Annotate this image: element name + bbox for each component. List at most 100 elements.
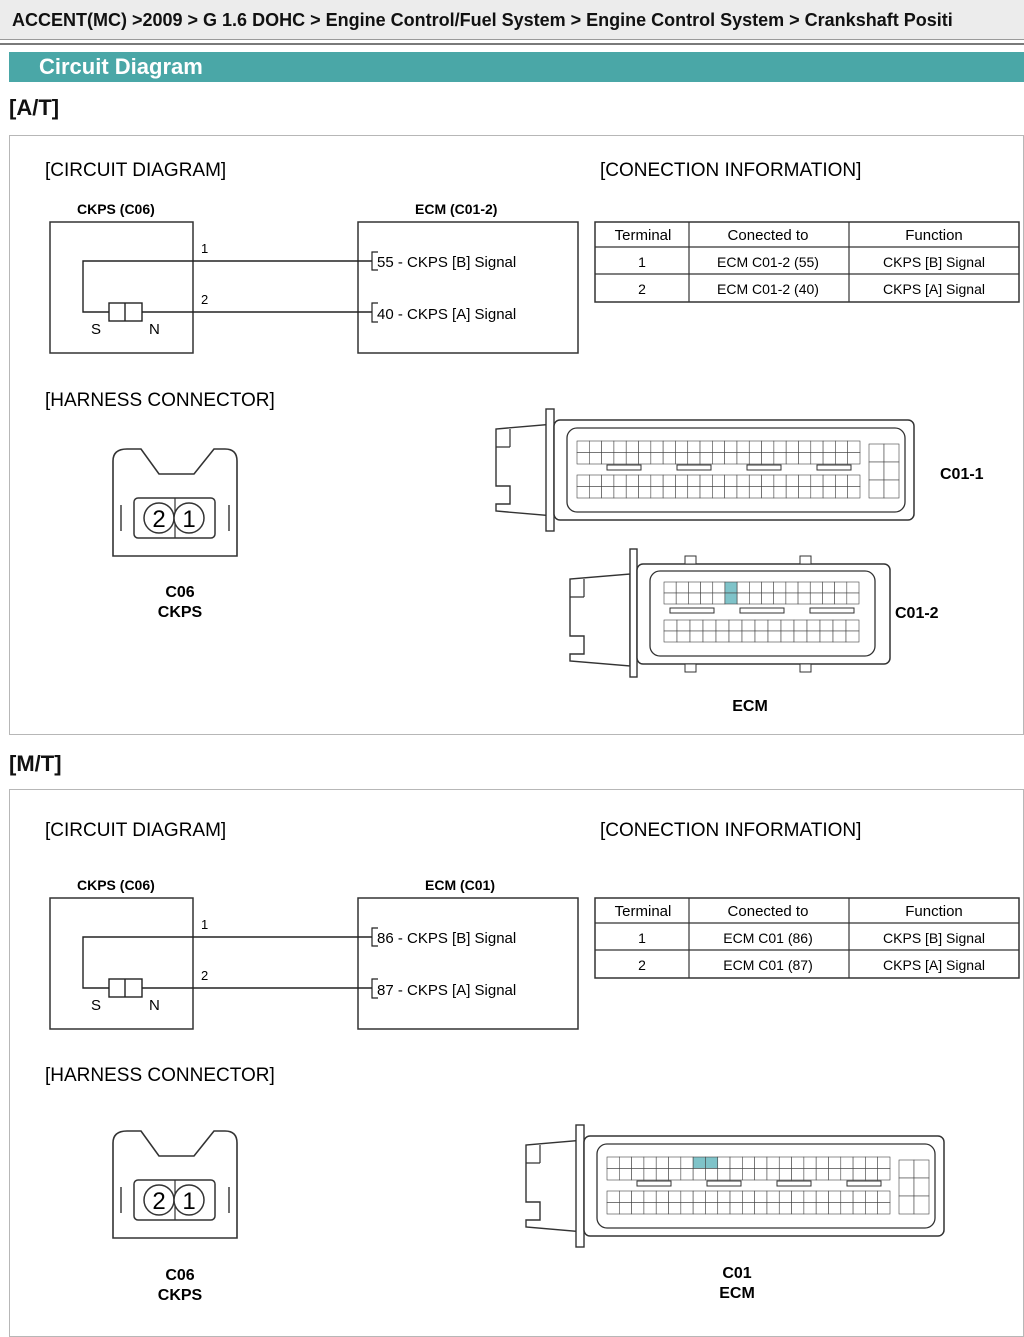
connector-pin-cell [877,1190,891,1203]
sensor-wiring [82,936,372,989]
connector-pin-cell [712,486,725,499]
ecm-box [357,221,579,354]
harness-connector-title: [HARNESS CONNECTOR] [45,1065,275,1086]
connector-pin-cell [809,581,823,594]
connector-pin-cell [650,452,664,465]
table-cell: 1 [638,254,646,270]
connector-pin-cell [819,630,834,643]
wire-number-1: 1 [201,241,208,256]
connector-pin-cell [655,1202,669,1215]
connector-pin-cell [662,486,676,499]
sensor-wiring [82,260,372,313]
connector-pin-cell [846,592,860,605]
connector-pin-cell [638,452,652,465]
connector-pin-cell [766,1190,780,1203]
connector-pin-cell [606,1156,620,1169]
connection-information-title: [CONECTION INFORMATION] [600,820,861,841]
ecm-pin-bracket [371,302,378,323]
connector-pin-cell [815,1190,829,1203]
connector-pin-cell [840,1168,854,1181]
connector-pin-cell [778,1156,792,1169]
connector-pin-cell [810,452,824,465]
connector-pin-cell [778,1168,792,1181]
connector-pin-cell [793,630,808,643]
connector-pin-cell [877,1156,891,1169]
connector-pin-cell [913,1195,930,1215]
connector-pin-cell [680,1168,694,1181]
connector-pin-cell [715,619,730,632]
connector-pin-cell [773,474,787,487]
connector-pin-cell [668,1190,682,1203]
connector-pin-cell [852,1190,866,1203]
connector-pin-cell [675,592,689,605]
connector-pin-cell [724,486,738,499]
connector-pin-cell [606,1168,620,1181]
connector-pin-cell [748,474,762,487]
connector-pin-cell [748,452,762,465]
ecm-pin-bracket [371,978,378,999]
connector-pin-cell [835,440,848,453]
ecm-pin-label: 40 - CKPS [A] Signal [377,306,516,323]
ecm-connector-c01-2 [569,548,891,678]
connector-pin-cell [650,474,664,487]
connector-pin-cell [736,592,750,605]
connector-pin-cell [601,440,615,453]
connector-pin-cell [687,474,701,487]
connector-pin-cell [588,486,602,499]
connector-pin-cell [761,581,774,594]
connector-pin-cell [749,581,762,594]
connector-pin-cell [689,630,704,643]
connector-pin-cell [736,581,750,594]
connector-pin-cell [913,1159,930,1179]
connector-pin-cell [898,1195,915,1215]
connector-pin-cell [840,1202,854,1215]
connector-pin-cell [655,1168,669,1181]
table-header: Function [905,903,963,920]
connector-pin-cell [773,452,787,465]
connector-pin-cell [601,486,615,499]
connector-pin-cell [680,1190,694,1203]
connector-pin-cell [655,1156,669,1169]
connector-pin-cell [883,479,900,499]
connector-pin-cell [822,581,835,594]
wire-number-2: 2 [201,292,208,307]
table-header: Terminal [615,227,672,244]
connector-pin-cell [728,619,743,632]
circuit-diagram-title: [CIRCUIT DIAGRAM] [45,160,226,181]
connector-pin-cell [822,486,836,499]
connector-pin-cell [676,619,691,632]
ecm-pin-label: 87 - CKPS [A] Signal [377,982,516,999]
connector-pin-cell [822,474,836,487]
connector-pin-cell [712,440,725,453]
table-header: Function [905,227,963,244]
circuit-diagram-title: [CIRCUIT DIAGRAM] [45,820,226,841]
connector-pin-cell [700,581,714,594]
connector-pin-cell [832,630,847,643]
connector-pin-cell [828,1190,842,1203]
connector-pin-cell [700,592,714,605]
connector-pin-cell [877,1202,891,1215]
connector-pin-cell [840,1156,854,1169]
wire-number-2: 2 [201,968,208,983]
table-cell: 2 [638,281,646,297]
connector-pin-cell [692,1190,706,1203]
table-cell: ECM C01 (86) [723,930,812,946]
connector-pin-cell [847,474,861,487]
connector-pin-cell [822,440,836,453]
connector-pin-cell [834,592,848,605]
variant-label-at: [A/T] [9,95,60,120]
connector-pin-cell [793,619,808,632]
connector-pin-cell [625,474,639,487]
connector-pin-cell [606,1202,620,1215]
mt-diagram: [CIRCUIT DIAGRAM] [CONECTION INFORMATION… [45,820,1020,1304]
connector-pin-cell [761,474,775,487]
c06-harness-connector: 2 1 [112,1130,238,1239]
connector-pin-cell [767,630,782,643]
connector-pin-cell [810,474,824,487]
harness-connector-title: [HARNESS CONNECTOR] [45,390,275,411]
connector-pin-cell [828,1168,842,1181]
connector-pin-cell [798,452,812,465]
connector-pin-cell [742,1156,755,1169]
sensor-title: CKPS (C06) [77,201,155,217]
connector-pin-cell [828,1202,842,1215]
